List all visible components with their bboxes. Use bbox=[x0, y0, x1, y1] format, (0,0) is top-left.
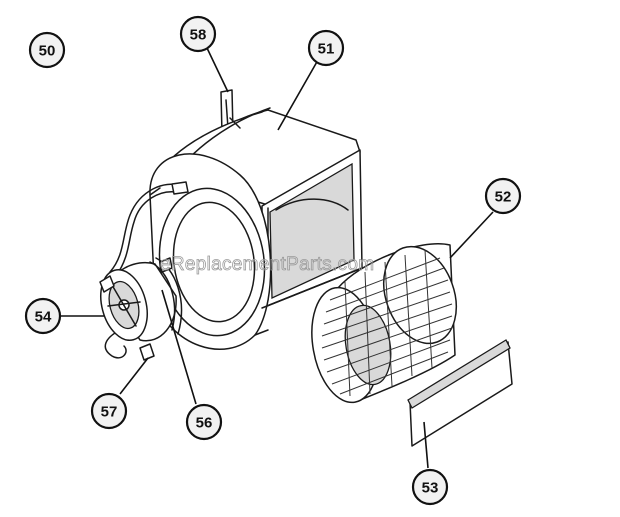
callout-58: 58 bbox=[179, 15, 217, 53]
motor-part bbox=[99, 257, 183, 361]
blower-housing-part bbox=[149, 107, 363, 350]
watermark-text: eReplacementParts.com bbox=[160, 254, 374, 275]
callout-54-label: 54 bbox=[35, 309, 52, 326]
callout-50: 50 bbox=[28, 31, 66, 69]
leader-lines bbox=[61, 47, 494, 469]
callout-54: 54 bbox=[24, 297, 62, 335]
callout-51: 51 bbox=[307, 29, 345, 67]
callout-53: 53 bbox=[411, 468, 449, 506]
cutoff-plate-part bbox=[407, 339, 513, 447]
wiring-harness bbox=[104, 181, 189, 359]
callout-56-label: 56 bbox=[196, 415, 213, 432]
callout-57-label: 57 bbox=[101, 404, 118, 421]
callout-58-label: 58 bbox=[190, 27, 207, 44]
callout-56: 56 bbox=[185, 403, 223, 441]
callout-53-label: 53 bbox=[422, 480, 439, 497]
callout-52-label: 52 bbox=[495, 189, 512, 206]
callout-52: 52 bbox=[484, 177, 522, 215]
callout-57: 57 bbox=[90, 392, 128, 430]
callout-50-label: 50 bbox=[39, 43, 56, 60]
blower-wheel-part bbox=[311, 243, 457, 404]
callout-51-label: 51 bbox=[318, 41, 335, 58]
